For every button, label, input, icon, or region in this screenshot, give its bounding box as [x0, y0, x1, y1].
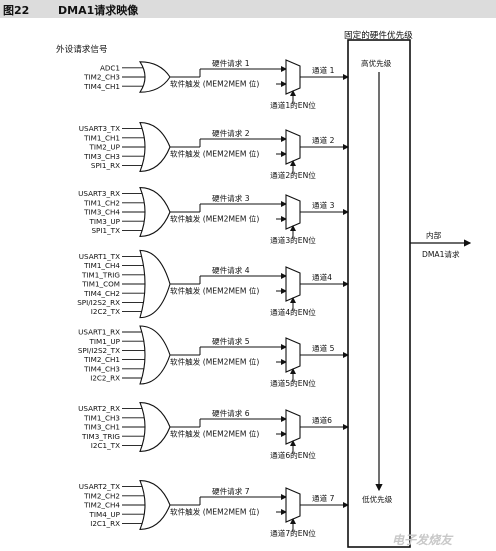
signal-label: SPI/I2S2_TX	[78, 346, 120, 355]
enable-label: 通道7的EN位	[270, 528, 316, 538]
signal-label: TIM4_CH2	[83, 289, 120, 298]
enable-label: 通道6的EN位	[270, 450, 316, 460]
figure-title: DMA1请求映像	[58, 4, 139, 17]
signal-label: I2C2_TX	[91, 307, 120, 316]
high-priority-label: 高优先级	[361, 58, 392, 68]
low-priority-label: 低优先级	[362, 494, 393, 504]
or-gate	[139, 122, 171, 172]
signal-label: TIM2_UP	[89, 143, 121, 152]
figure-header: 图22 DMA1请求映像	[0, 0, 496, 18]
hw-request-label: 硬件请求 1	[212, 58, 250, 68]
signal-label: TIM4_CH3	[83, 364, 120, 373]
signal-label: I2C1_TX	[91, 441, 120, 450]
signal-label: TIM1_CH3	[83, 413, 120, 422]
channel-4: USART1_TXTIM1_CH4TIM1_TRIGTIM1_COMTIM4_C…	[77, 249, 349, 319]
signal-label: TIM2_CH2	[83, 491, 120, 500]
channel-mux	[285, 266, 301, 302]
channel-5: USART1_RXTIM1_UPSPI/I2S2_TXTIM2_CH1TIM4_…	[78, 325, 349, 388]
hw-request-label: 硬件请求 2	[212, 128, 250, 138]
or-gate	[139, 480, 171, 530]
signal-label: USART2_TX	[79, 482, 120, 491]
or-gate	[139, 402, 171, 452]
enable-label: 通道1的EN位	[270, 100, 316, 110]
signal-label: SPI1_RX	[91, 161, 120, 170]
watermark: 电子发烧友	[392, 533, 453, 547]
left-heading: 外设请求信号	[56, 43, 108, 55]
enable-label: 通道4的EN位	[270, 307, 316, 317]
hw-request-label: 硬件请求 4	[212, 265, 250, 275]
channel-label: 通道6	[312, 415, 332, 425]
signal-label: TIM2_CH3	[83, 73, 120, 82]
signal-label: TIM3_CH4	[83, 208, 120, 217]
channel-label: 通道 1	[312, 65, 335, 75]
channel-label: 通道 7	[312, 493, 335, 503]
sw-trigger-label: 软件触发 (MEM2MEM 位)	[170, 507, 259, 517]
priority-box-title: 固定的硬件优先级	[344, 29, 413, 41]
signal-label: TIM2_CH1	[83, 355, 120, 364]
sw-trigger-label: 软件触发 (MEM2MEM 位)	[170, 357, 259, 367]
signal-label: USART3_RX	[78, 189, 120, 198]
signal-label: TIM3_CH1	[83, 423, 120, 432]
channel-mux	[285, 337, 301, 373]
sw-trigger-label: 软件触发 (MEM2MEM 位)	[170, 429, 259, 439]
or-gate	[139, 325, 171, 385]
channel-6: USART2_RXTIM1_CH3TIM3_CH1TIM3_TRIGI2C1_T…	[78, 402, 349, 460]
signal-label: USART1_RX	[78, 328, 120, 337]
channel-mux	[285, 409, 301, 445]
enable-label: 通道2的EN位	[270, 170, 316, 180]
signal-label: I2C1_RX	[90, 519, 120, 528]
signal-label: TIM1_CH1	[83, 133, 120, 142]
signal-label: TIM1_CH4	[83, 261, 120, 270]
or-gate	[138, 61, 171, 93]
signal-label: TIM4_UP	[89, 510, 121, 519]
sw-trigger-label: 软件触发 (MEM2MEM 位)	[170, 286, 259, 296]
signal-label: SPI/I2S2_RX	[77, 298, 120, 307]
signal-label: TIM1_UP	[89, 337, 121, 346]
signal-label: TIM3_TRIG	[81, 432, 120, 441]
or-gate	[139, 187, 171, 237]
signal-label: TIM3_CH3	[83, 152, 120, 161]
enable-label: 通道3的EN位	[270, 235, 316, 245]
output-label-dma: DMA1请求	[422, 249, 460, 259]
hw-request-label: 硬件请求 6	[212, 408, 250, 418]
signal-label: ADC1	[100, 63, 120, 72]
channel-mux	[285, 59, 301, 95]
hw-request-label: 硬件请求 3	[212, 193, 250, 203]
output-label-internal: 内部	[426, 230, 442, 240]
enable-label: 通道5的EN位	[270, 378, 316, 388]
signal-label: USART1_TX	[79, 252, 120, 261]
signal-label: TIM1_COM	[81, 280, 120, 289]
channel-mux	[285, 487, 301, 523]
signal-label: TIM4_CH1	[83, 82, 120, 91]
sw-trigger-label: 软件触发 (MEM2MEM 位)	[170, 214, 259, 224]
channel-mux	[285, 194, 301, 230]
channel-mux	[285, 129, 301, 165]
channel-label: 通道 2	[312, 135, 335, 145]
signal-label: TIM3_UP	[89, 217, 121, 226]
hw-request-label: 硬件请求 7	[212, 486, 250, 496]
channel-label: 通道 3	[312, 200, 335, 210]
sw-trigger-label: 软件触发 (MEM2MEM 位)	[170, 149, 259, 159]
signal-label: TIM1_TRIG	[81, 270, 120, 279]
signal-label: USART2_RX	[78, 404, 120, 413]
hw-request-label: 硬件请求 5	[212, 336, 250, 346]
signal-label: TIM2_CH4	[83, 501, 120, 510]
signal-label: TIM1_CH2	[83, 198, 120, 207]
signal-label: USART3_TX	[79, 124, 120, 133]
sw-trigger-label: 软件触发 (MEM2MEM 位)	[170, 79, 259, 89]
signal-label: SPI1_TX	[92, 226, 121, 235]
channel-label: 通道 5	[312, 343, 335, 353]
channel-label: 通道4	[312, 272, 332, 282]
signal-label: I2C2_RX	[90, 374, 120, 383]
figure-number: 图22	[3, 4, 30, 17]
or-gate	[139, 249, 171, 319]
